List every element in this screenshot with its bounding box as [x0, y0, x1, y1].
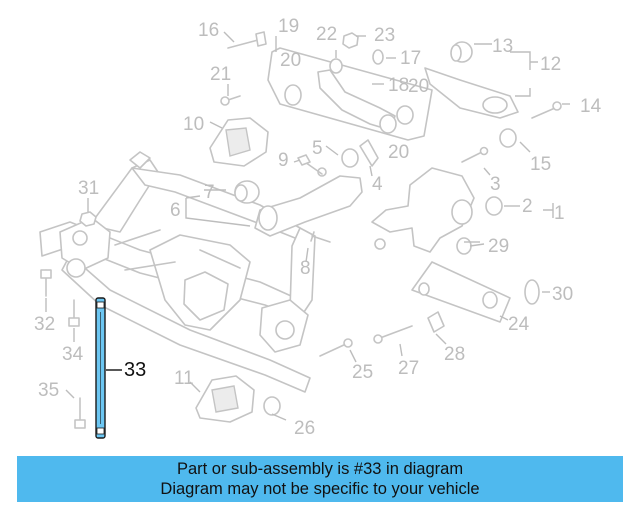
part-33-highlighted-rod — [95, 297, 122, 439]
callout-17: 17 — [400, 48, 421, 69]
callout-1: 1 — [554, 203, 565, 224]
part-10-mount — [209, 117, 269, 167]
callout-26: 26 — [294, 418, 315, 439]
callout-31: 31 — [78, 178, 99, 199]
callout-12: 12 — [540, 54, 561, 75]
callout-32: 32 — [34, 314, 55, 335]
callout-13: 13 — [492, 36, 513, 57]
banner-line-2: Diagram may not be specific to your vehi… — [160, 480, 480, 498]
callout-20b: 20 — [408, 76, 429, 97]
callout-21: 21 — [210, 64, 231, 85]
part-20-bushing — [284, 84, 414, 134]
callout-8: 8 — [300, 258, 311, 279]
callout-20c: 20 — [388, 142, 409, 163]
part-26-bushing — [263, 396, 281, 416]
part-23-nut — [342, 32, 359, 49]
part-16-bolt — [227, 31, 267, 49]
part-12-lower-arm — [424, 67, 519, 119]
part-22-washer — [329, 58, 343, 74]
callout-6: 6 — [170, 200, 181, 221]
info-banner: Part or sub-assembly is #33 in diagram D… — [17, 456, 623, 502]
part-25-bolt — [319, 338, 353, 357]
part-35-bolt — [74, 397, 86, 429]
callout-34: 34 — [62, 344, 84, 365]
callout-4: 4 — [372, 174, 383, 195]
part-7-bushing — [234, 180, 260, 204]
part-5-bushing — [341, 148, 359, 168]
callout-25: 25 — [352, 362, 373, 383]
part-27-bolt — [373, 325, 413, 344]
callout-7: 7 — [204, 182, 215, 203]
callout-16: 16 — [198, 20, 219, 41]
callout-24: 24 — [508, 314, 530, 335]
part-8-bolt — [310, 231, 331, 243]
part-31-nut — [79, 211, 97, 227]
part-6-control-arm — [254, 167, 363, 237]
callout-11: 11 — [174, 368, 194, 389]
callout-10: 10 — [183, 114, 204, 135]
part-9-bolt — [297, 154, 323, 175]
callout-29: 29 — [488, 236, 509, 257]
part-30-ring — [524, 279, 540, 305]
banner-line-1: Part or sub-assembly is #33 in diagram — [176, 460, 464, 478]
callout-5: 5 — [312, 138, 323, 159]
rear-subframe — [39, 151, 316, 393]
part-1-knuckle — [371, 167, 475, 253]
part-11-mount — [195, 375, 255, 423]
part-17-washer — [372, 49, 384, 65]
leader-lines — [45, 31, 570, 421]
callout-28: 28 — [444, 344, 465, 365]
callout-33-highlighted: 33 — [124, 359, 146, 381]
part-14-bolt — [531, 101, 562, 119]
callout-9: 9 — [278, 150, 289, 171]
part-2-bushing — [485, 196, 503, 216]
parts-diagram: 1 2 3 4 5 6 7 8 9 10 11 12 13 14 15 16 1… — [34, 16, 602, 439]
part-34-bolt — [68, 299, 80, 327]
callout-27: 27 — [398, 358, 419, 379]
callout-3: 3 — [490, 174, 501, 195]
part-3-bolt — [461, 146, 489, 163]
callout-35: 35 — [38, 380, 59, 401]
part-21-bolt — [220, 95, 241, 106]
callout-19: 19 — [278, 16, 299, 37]
callout-20a: 20 — [280, 50, 301, 71]
part-13-bushing — [450, 41, 473, 63]
part-15-bushing — [499, 128, 517, 148]
callout-18: 18 — [388, 75, 409, 96]
part-29-bushing — [456, 237, 472, 255]
callout-30: 30 — [552, 284, 573, 305]
callout-23: 23 — [374, 25, 395, 46]
part-28-bracket — [427, 311, 445, 333]
callout-15: 15 — [530, 154, 551, 175]
part-4-bracket — [359, 139, 379, 167]
part-24-link — [411, 261, 511, 323]
callout-22: 22 — [316, 24, 337, 45]
part-32-bolt — [40, 269, 52, 297]
callout-14: 14 — [580, 96, 602, 117]
callout-2: 2 — [522, 196, 533, 217]
